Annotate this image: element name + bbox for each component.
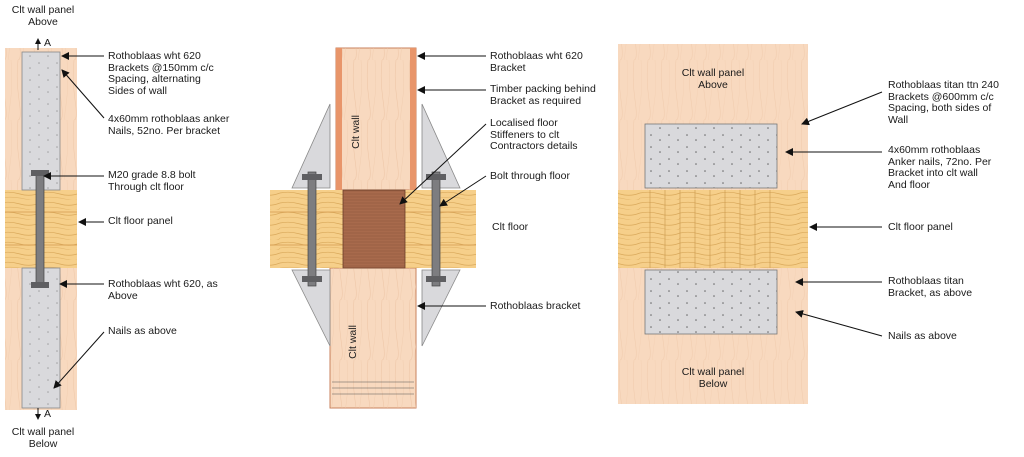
left-section-detail [5, 38, 77, 420]
right-callout-titan: Rothoblaas titan ttn 240 Brackets @600mm… [888, 79, 999, 126]
middle-elevation-detail [270, 47, 476, 409]
middle-bracket-upper-right [421, 103, 461, 189]
middle-callout-packing: Timber packing behind Bracket as require… [490, 83, 596, 107]
left-callout-brackets: Rothoblaas wht 620 Brackets @150mm c/c S… [108, 50, 214, 97]
floor-stiffener [342, 189, 406, 269]
middle-callout-bracket: Rothoblaas wht 620 Bracket [490, 50, 583, 74]
left-callout-nails-below: Nails as above [108, 325, 177, 337]
left-callout-bracket-below: Rothoblaas wht 620, as Above [108, 278, 218, 302]
leader-lines [43, 52, 883, 389]
middle-wall-upper-label: Clt wall [350, 115, 362, 149]
right-label-above: Clt wall panel Above [681, 67, 745, 91]
right-label-below: Clt wall panel Below [681, 366, 745, 390]
right-callout-titan-below: Rothoblaas titan Bracket, as above [888, 275, 973, 299]
right-callout-nails: 4x60mm rothoblaas Anker nails, 72no. Per… [888, 144, 992, 191]
section-mark-top: A [44, 37, 52, 49]
middle-floor-label: Clt floor [492, 221, 529, 233]
right-callout-nails-below: Nails as above [888, 330, 957, 342]
left-title-below: Clt wall panel Below [11, 426, 75, 450]
middle-wall-lower-label: Clt wall [347, 325, 359, 359]
section-mark-bottom: A [44, 408, 52, 420]
left-bolt [35, 171, 45, 287]
middle-bolt-right [431, 171, 441, 287]
left-callout-floor: Clt floor panel [108, 215, 173, 227]
left-title-above: Clt wall panel Above [11, 4, 75, 28]
right-elevation-detail [618, 44, 808, 404]
middle-bolt-left [307, 171, 317, 287]
middle-callout-bolt: Bolt through floor [490, 170, 570, 182]
left-callout-nails: 4x60mm rothoblaas anker Nails, 52no. Per… [108, 113, 230, 137]
middle-callout-stiffeners: Localised floor Stiffeners to clt Contra… [490, 117, 578, 152]
right-callout-floor: Clt floor panel [888, 221, 953, 233]
left-callout-bolt: M20 grade 8.8 bolt Through clt floor [108, 169, 196, 193]
middle-callout-bracket-lower: Rothoblaas bracket [490, 300, 581, 312]
